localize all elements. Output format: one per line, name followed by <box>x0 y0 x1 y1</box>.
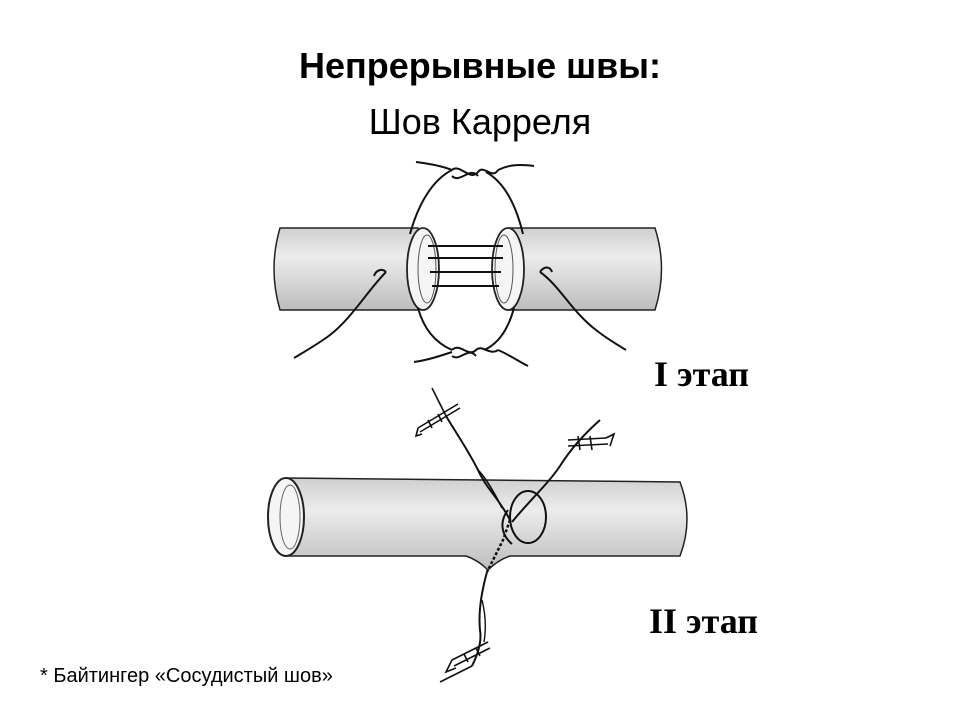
stage-1-label: I этап <box>654 354 749 394</box>
bottom-knot-thread <box>413 307 529 367</box>
upper-right-needle-icon <box>567 432 616 451</box>
upper-left-needle-icon <box>414 387 461 438</box>
slide-subtitle: Шов Карреля <box>368 101 592 142</box>
upper-right-thread <box>511 419 601 523</box>
bottom-needle-icon <box>439 641 491 683</box>
running-suture-line <box>485 519 512 573</box>
top-knot-thread <box>409 161 535 235</box>
source-footnote: * Байтингер «Сосудистый шов» <box>40 665 333 687</box>
stage-2-label: II этап <box>649 601 758 641</box>
stage-2-figure <box>267 387 688 683</box>
right-side-thread <box>539 271 627 351</box>
right-vessel-segment <box>509 227 663 311</box>
joined-vessel-lumen <box>267 477 305 557</box>
stay-threads <box>428 245 503 287</box>
slide-title: Непрерывные швы: <box>298 45 662 86</box>
right-vessel-lumen <box>491 227 525 311</box>
left-side-thread <box>293 271 387 359</box>
suture-loop <box>509 490 547 544</box>
left-vessel-lumen <box>406 227 440 311</box>
left-vessel-segment <box>273 227 419 311</box>
stage-1-figure <box>273 161 663 367</box>
joined-vessel <box>285 477 688 572</box>
